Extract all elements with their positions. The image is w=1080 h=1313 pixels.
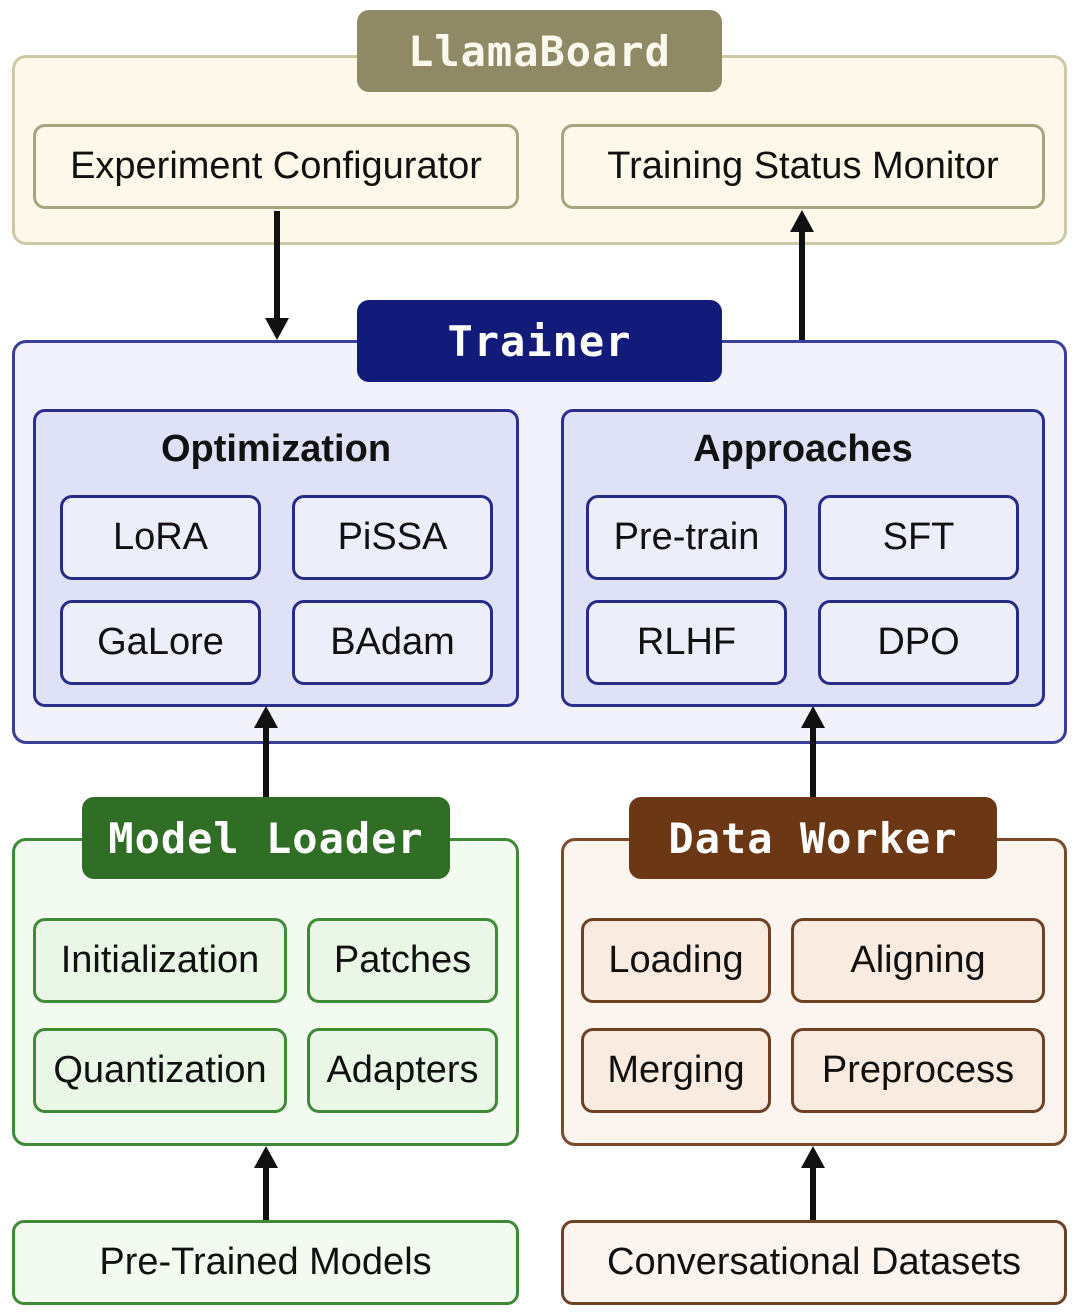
pretrain-box: Pre-train — [586, 495, 787, 580]
pretrained-models-box: Pre-Trained Models — [12, 1220, 519, 1305]
approaches-heading: Approaches — [693, 428, 913, 470]
arrowhead — [801, 1146, 825, 1168]
arrowhead — [254, 1146, 278, 1168]
initialization-box: Initialization — [33, 918, 287, 1003]
arrowhead — [265, 318, 289, 340]
badam-box: BAdam — [292, 600, 493, 685]
quantization-box: Quantization — [33, 1028, 287, 1113]
lora-box: LoRA — [60, 495, 261, 580]
sft-box: SFT — [818, 495, 1019, 580]
dpo-box: DPO — [818, 600, 1019, 685]
galore-box: GaLore — [60, 600, 261, 685]
data-worker-title: Data Worker — [629, 797, 997, 879]
experiment-configurator-box: Experiment Configurator — [33, 124, 519, 209]
loading-box: Loading — [581, 918, 771, 1003]
arrowhead — [801, 706, 825, 728]
model-loader-title: Model Loader — [82, 797, 450, 879]
optimization-heading: Optimization — [160, 428, 392, 470]
adapters-box: Adapters — [307, 1028, 498, 1113]
arrowhead — [790, 210, 814, 232]
conversational-datasets-box: Conversational Datasets — [561, 1220, 1067, 1305]
pissa-box: PiSSA — [292, 495, 493, 580]
patches-box: Patches — [307, 918, 498, 1003]
arrowhead — [254, 706, 278, 728]
merging-box: Merging — [581, 1028, 771, 1113]
rlhf-box: RLHF — [586, 600, 787, 685]
preprocess-box: Preprocess — [791, 1028, 1045, 1113]
training-status-monitor-box: Training Status Monitor — [561, 124, 1045, 209]
llamaboard-title: LlamaBoard — [357, 10, 722, 92]
trainer-title: Trainer — [357, 300, 722, 382]
aligning-box: Aligning — [791, 918, 1045, 1003]
